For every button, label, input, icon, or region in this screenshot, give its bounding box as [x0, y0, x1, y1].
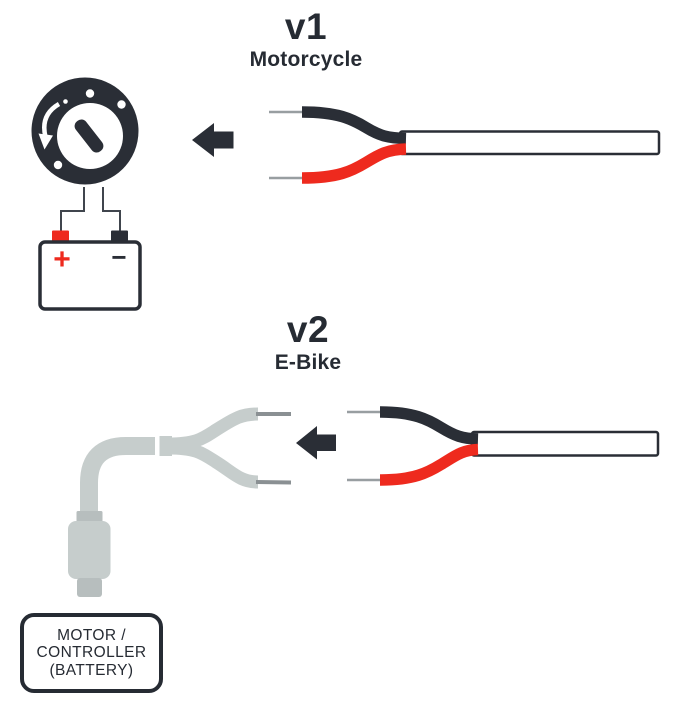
v1-red-wire: [301, 143, 407, 184]
v1-version-label: v1: [284, 6, 328, 47]
v2-white-cable: [470, 430, 660, 457]
battery-positive-terminal: [52, 230, 69, 243]
plug-connector-icon: [68, 511, 111, 597]
motor-box-line3: (BATTERY): [49, 661, 134, 679]
v1-subtitle: Motorcycle: [249, 48, 363, 71]
v2-subtitle: E-Bike: [274, 351, 342, 374]
v2-version-label: v2: [286, 309, 330, 350]
motor-box-line1: MOTOR /: [57, 626, 126, 644]
key-slot: [74, 119, 104, 153]
harness-lower-wire-tip: [255, 480, 292, 485]
v2-black-wire: [379, 406, 479, 445]
battery-plus-label: +: [53, 243, 71, 276]
plug-body: [68, 521, 111, 579]
plug-collar: [76, 511, 103, 522]
v1-white-cable: [398, 130, 661, 156]
v1-black-wire: [301, 106, 407, 145]
motor-box-line2: CONTROLLER: [36, 644, 147, 662]
v2-cable-assembly: [347, 406, 660, 486]
v2-title-block: v2 E-Bike: [228, 311, 388, 375]
v1-title-block: v1 Motorcycle: [226, 8, 386, 72]
ignition-switch-icon: [31, 77, 139, 185]
battery-icon: + −: [38, 230, 142, 311]
battery-minus-label: −: [111, 242, 126, 272]
battery-negative-terminal: [111, 230, 128, 243]
y-splitter-harness: [80, 407, 292, 516]
harness-main-cable: [80, 437, 155, 516]
plug-tip: [77, 578, 102, 597]
switch-dots: [53, 89, 126, 170]
v1-cable-assembly: [269, 106, 661, 184]
rotate-arrow-icon: [38, 102, 61, 150]
switch-battery-wires: [60, 187, 121, 231]
v1-arrow-left-icon: [192, 123, 234, 157]
v2-red-wire: [379, 443, 479, 486]
harness-upper-branch: [167, 407, 259, 451]
v2-arrow-left-icon: [296, 426, 336, 460]
motor-controller-box: MOTOR / CONTROLLER (BATTERY): [20, 613, 163, 693]
harness-lower-branch: [167, 441, 259, 489]
